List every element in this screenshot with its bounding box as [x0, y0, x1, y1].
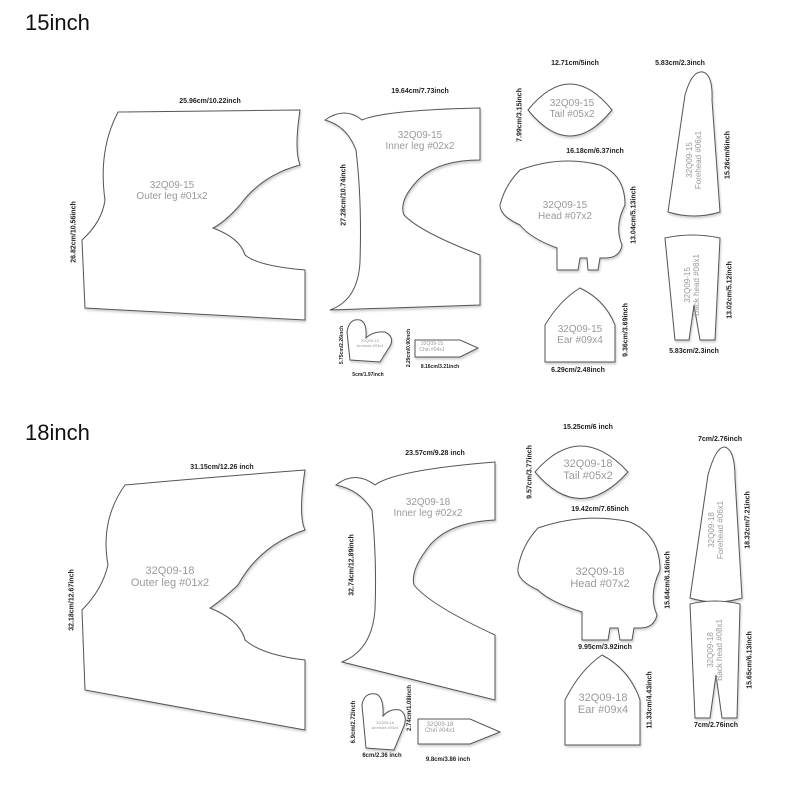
outer-leg-18-shape [81, 469, 306, 731]
inner-leg-15-height: 27.28cm/10.74inch [340, 164, 348, 226]
tail-18-width: 15.25cm/6 inch [563, 424, 613, 431]
chin-18-shape [417, 718, 502, 745]
outer-leg-18-height: 32.18cm/12.67inch [68, 569, 76, 631]
armhole-18-height: 6.9cm/2.72inch [351, 700, 357, 744]
armhole-15-width: 5cm/1.97inch [352, 372, 384, 378]
forehead-15-height: 15.26cm/6inch [724, 131, 732, 179]
chin-18-height: 2.74cm/1.08inch [407, 684, 413, 732]
head-18-shape [517, 517, 661, 641]
chin-18-width: 9.8cm/3.86 inch [425, 757, 471, 763]
back-head-18-height: 15.65cm/6.13inch [746, 631, 754, 689]
ear-15-height: 9.36cm/3.69inch [622, 303, 630, 357]
armhole-18-shape [361, 693, 406, 751]
inner-leg-15-shape [323, 107, 481, 311]
chin-15-height: 2.29cm/0.90inch [406, 328, 412, 368]
inner-leg-15-width: 19.64cm/7.73inch [391, 88, 449, 95]
inner-leg-18-height: 32.74cm/12.89inch [348, 534, 356, 596]
chin-15-shape [414, 339, 480, 358]
head-15-height: 13.04cm/5.13inch [630, 186, 638, 244]
inner-leg-18-shape [334, 461, 496, 701]
armhole-15-height: 5.75cm/2.26inch [339, 325, 345, 365]
forehead-15-width: 5.83cm/2.3inch [655, 60, 705, 67]
head-18-height: 15.64cm/6.16inch [664, 551, 672, 609]
armhole-15-shape [346, 319, 393, 363]
outer-leg-15-height: 26.82cm/10.56inch [70, 201, 78, 263]
inner-leg-18-width: 23.57cm/9.28 inch [405, 450, 465, 457]
back-head-15-width: 5.83cm/2.3inch [669, 348, 719, 355]
head-15-shape [499, 160, 626, 271]
outer-leg-15-shape [81, 109, 306, 321]
ear-15-shape [544, 287, 616, 363]
section-title-18inch: 18inch [25, 420, 90, 445]
back-head-18-shape [689, 600, 741, 719]
ear-18-height: 11.33cm/4.43inch [646, 671, 654, 729]
tail-18-height: 9.57cm/3.77inch [526, 445, 534, 499]
forehead-18-height: 18.32cm/7.21inch [744, 491, 752, 549]
ear-15-width: 6.29cm/2.48inch [551, 367, 605, 374]
tail-15-width: 12.71cm/5inch [551, 60, 599, 67]
outer-leg-18-width: 31.15cm/12.26 inch [190, 464, 254, 471]
back-head-15-height: 13.02cm/5.12inch [726, 261, 734, 319]
chin-15-width: 8.16cm/3.21inch [420, 364, 460, 370]
armhole-18-width: 6cm/2.36 inch [362, 753, 402, 759]
back-head-15-shape [664, 234, 721, 341]
head-15-width: 16.18cm/6.37inch [566, 148, 624, 155]
forehead-15-shape [667, 71, 721, 217]
tail-18-shape [534, 445, 629, 499]
forehead-18-width: 7cm/2.76inch [698, 436, 742, 443]
section-title-15inch: 15inch [25, 10, 90, 35]
back-head-18-width: 7cm/2.76inch [694, 722, 738, 729]
tail-15-height: 7.99cm/3.15inch [516, 88, 524, 142]
ear-18-width: 9.95cm/3.92inch [578, 644, 632, 651]
head-18-width: 19.42cm/7.65inch [571, 506, 629, 513]
outer-leg-15-width: 25.96cm/10.22inch [179, 98, 241, 105]
ear-18-shape [564, 654, 641, 746]
tail-15-shape [527, 83, 613, 137]
